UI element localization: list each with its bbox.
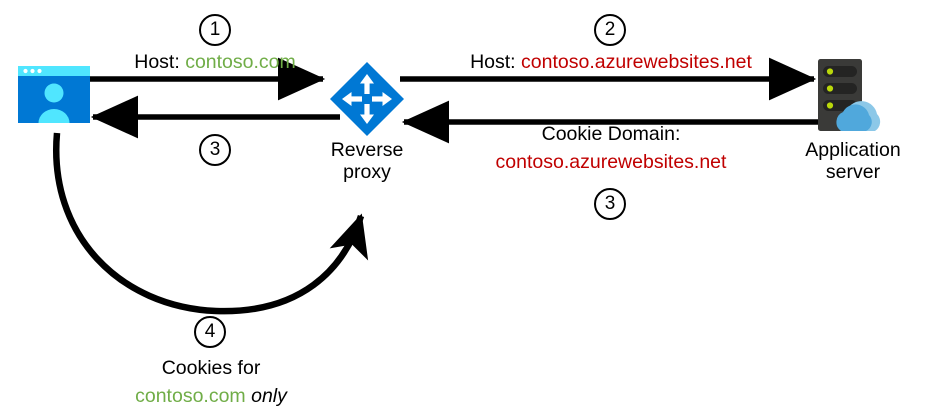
step-badge-3-left: 3: [199, 134, 231, 166]
node-label-reverse-proxy: Reverse proxy: [330, 139, 404, 184]
node-label-application-server: Application server: [805, 139, 901, 184]
node-label-application-server-line2: server: [825, 160, 881, 183]
step-badge-3-right: 3: [594, 188, 626, 220]
node-label-reverse-proxy-line1: Reverse: [330, 139, 404, 161]
step-badge-4: 4: [194, 316, 226, 348]
message-step2-prefix: Host:: [470, 51, 522, 73]
cookies-for-label: Cookies for: [161, 357, 261, 380]
step-badge-2: 2: [594, 14, 626, 46]
cookie-domain-value-text: contoso.azurewebsites.net: [495, 151, 727, 173]
cookie-domain-title: Cookie Domain:: [541, 123, 681, 146]
browser-window-user-icon: [18, 66, 90, 123]
cookies-value-label: contoso.com only: [135, 385, 287, 408]
cookie-domain-title-text: Cookie Domain:: [541, 123, 681, 145]
message-step1-host: contoso.com: [185, 51, 296, 73]
cookie-domain-value: contoso.azurewebsites.net: [495, 151, 727, 174]
message-step1-prefix: Host:: [134, 51, 186, 73]
node-label-application-server-line1: Application: [805, 139, 901, 161]
arrow-cookies-curved: [52, 132, 369, 315]
four-way-arrows-diamond-icon: [330, 62, 404, 136]
server-rack-cloud-icon: [818, 59, 881, 131]
step-badge-1: 1: [199, 14, 231, 46]
cookies-for-text: Cookies for: [161, 357, 261, 379]
cookies-domain-text: contoso.com: [135, 385, 246, 407]
node-label-reverse-proxy-line2: proxy: [343, 160, 391, 183]
cookies-only-text: only: [251, 385, 287, 407]
message-label-step1: Host: contoso.com: [134, 51, 296, 74]
message-label-step2: Host: contoso.azurewebsites.net: [470, 51, 752, 74]
message-step2-host: contoso.azurewebsites.net: [521, 51, 752, 73]
